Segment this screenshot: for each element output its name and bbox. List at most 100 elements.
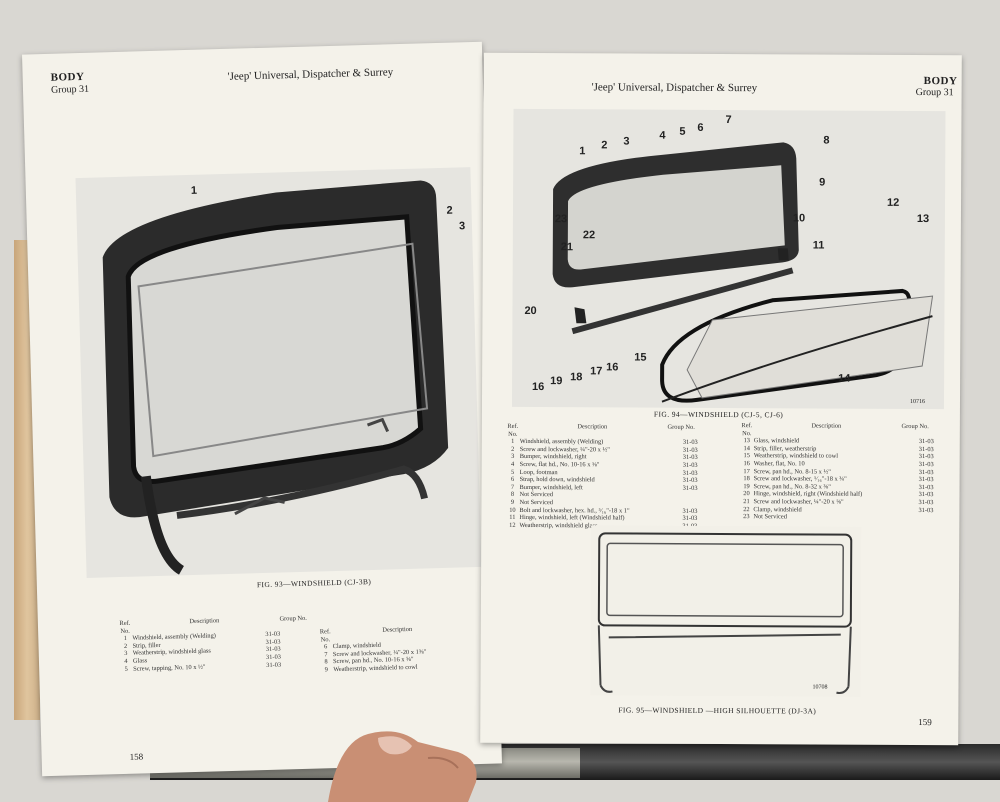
callout-r16b: 16 (606, 361, 619, 374)
cell-ref: 10 (509, 506, 516, 514)
cell-ref: 9 (510, 498, 515, 506)
cell-grp: 31-03 (682, 476, 698, 485)
cell-grp: 31-03 (682, 514, 698, 523)
right-page-number: 159 (918, 717, 932, 728)
cell-ref: 20 (743, 490, 750, 498)
callout-r22: 22 (582, 229, 596, 242)
left-group: Group 31 (50, 83, 90, 96)
callout-r13: 13 (916, 213, 930, 226)
windshield-exploded-illustration (552, 142, 934, 403)
fig95-plate-number: 10708 (812, 684, 828, 691)
callout-r9: 9 (819, 176, 826, 189)
windshield-photo-cj3b (75, 167, 482, 578)
left-running-head: 'Jeep' Universal, Dispatcher & Surrey (227, 66, 394, 83)
callout-r16a: 16 (532, 381, 545, 394)
callout-r18: 18 (570, 371, 583, 384)
cell-grp: 31-03 (918, 445, 934, 453)
cell-grp: 31-03 (918, 498, 934, 507)
windshield-line-drawing (597, 532, 853, 695)
cell-ref: 5 (510, 468, 515, 476)
cell-grp: 31-03 (682, 484, 698, 492)
callout-r4: 4 (659, 129, 666, 142)
fig94-caption: FIG. 94—WINDSHIELD (CJ-5, CJ-6) (653, 409, 784, 420)
fig94-plate-number: 10716 (909, 398, 926, 406)
callout-r2: 2 (601, 139, 608, 152)
callout-3: 3 (458, 220, 466, 233)
callout-r23: 23 (554, 213, 568, 226)
cell-grp: 31-03 (682, 454, 698, 462)
callout-r8: 8 (823, 134, 830, 147)
cell-grp: 31-03 (682, 507, 698, 515)
cell-ref: 8 (510, 491, 515, 499)
fig95-caption: FIG. 95—WINDSHIELD —HIGH SILHOUETTE (DJ-… (618, 705, 817, 716)
cell-ref: 16 (743, 460, 750, 468)
cell-grp: 31-03 (682, 461, 698, 469)
cell-grp: 31-03 (918, 491, 934, 499)
cell-ref: 22 (743, 505, 750, 513)
left-section-title: BODY (50, 70, 85, 84)
cell-ref: 3 (511, 453, 515, 461)
cell-grp (903, 514, 933, 522)
cell-ref: 13 (743, 437, 750, 445)
cell-ref: 17 (743, 467, 750, 475)
callout-r19: 19 (550, 375, 563, 388)
cell-grp: 31-03 (918, 438, 934, 446)
right-section-title: BODY (923, 75, 958, 88)
callout-r12: 12 (886, 196, 900, 209)
cell-ref: 21 (743, 498, 750, 506)
left-page: BODY Group 31 'Jeep' Universal, Dispatch… (22, 41, 502, 777)
callout-r11: 11 (812, 239, 825, 252)
windshield-photo-cj5 (511, 108, 946, 410)
cell-ref: 11 (509, 514, 516, 522)
cell-grp (667, 492, 697, 500)
callout-r1: 1 (579, 145, 586, 158)
cell-grp: 31-03 (918, 468, 934, 476)
callout-r15: 15 (634, 351, 647, 364)
callout-r5: 5 (679, 125, 686, 138)
cell-grp: 31-03 (918, 483, 934, 491)
cell-grp: 31-03 (266, 661, 282, 669)
callout-r14: 14 (838, 372, 851, 385)
cell-ref: 5 (124, 665, 128, 673)
cell-ref: 7 (510, 483, 515, 491)
cell-ref: 19 (743, 482, 750, 490)
callout-r17: 17 (590, 365, 603, 378)
callout-r6: 6 (697, 121, 704, 134)
cell-ref: 15 (743, 452, 750, 460)
cell-ref: 1 (511, 438, 515, 446)
cell-ref: 2 (511, 445, 515, 453)
cell-grp: 31-03 (918, 506, 934, 514)
cell-grp: 31-03 (918, 453, 934, 461)
high-silhouette-drawing (590, 525, 862, 697)
callout-1: 1 (190, 184, 198, 197)
cell-ref: 12 (509, 521, 516, 529)
right-running-head: 'Jeep' Universal, Dispatcher & Surrey (591, 81, 758, 95)
cell-grp: 31-03 (682, 438, 698, 447)
cell-ref: 9 (324, 666, 328, 674)
right-group: Group 31 (915, 87, 954, 99)
cell-ref: 14 (743, 444, 750, 452)
callout-r21: 21 (560, 241, 574, 254)
cell-grp: 31-03 (918, 461, 934, 469)
cell-grp: 31-03 (682, 469, 698, 477)
cell-ref: 4 (511, 460, 515, 468)
cell-grp (667, 500, 697, 508)
cell-grp: 31-03 (682, 446, 698, 454)
callout-2: 2 (446, 204, 453, 217)
cell-ref: 18 (743, 475, 750, 483)
callout-r7: 7 (725, 114, 732, 127)
callout-r3: 3 (623, 135, 630, 148)
left-page-number: 158 (129, 751, 144, 762)
windshield-illustration (102, 180, 449, 575)
callout-r10: 10 (792, 212, 806, 225)
fig93-caption: FIG. 93—WINDSHIELD (CJ-3B) (256, 577, 372, 590)
cell-desc: Not Serviced (753, 513, 787, 521)
cell-ref: 23 (743, 513, 750, 521)
right-page: BODY Group 31 'Jeep' Universal, Dispatch… (480, 52, 962, 746)
cell-ref: 6 (510, 476, 515, 484)
